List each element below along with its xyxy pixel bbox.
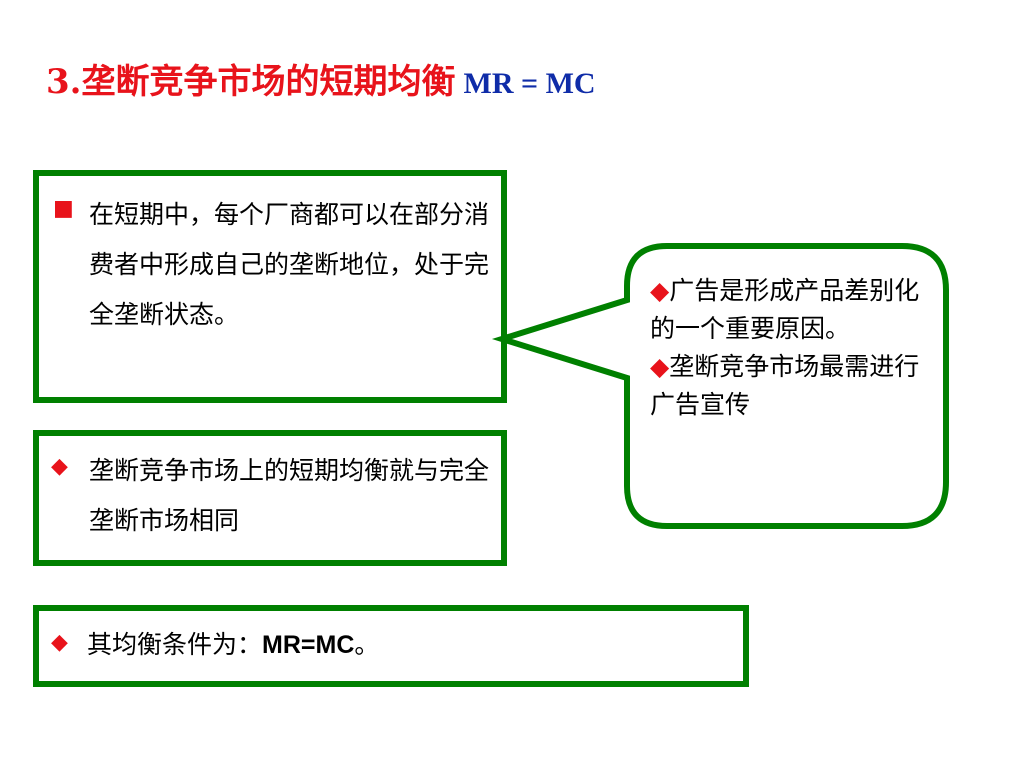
diamond-bullet-icon: ◆	[650, 276, 670, 305]
equilibrium-condition-end: 。	[354, 630, 380, 659]
diamond-bullet-icon: ◆	[51, 630, 68, 655]
short-run-monopoly-box: ■ 在短期中，每个厂商都可以在部分消费者中形成自己的垄断地位，处于完全垄断状态。	[33, 170, 507, 403]
slide-title-main: 3.垄断竞争市场的短期均衡	[46, 62, 456, 102]
equilibrium-condition-label: 其均衡条件为：	[87, 630, 263, 659]
advertising-callout-text: ◆广告是形成产品差别化的一个重要原因。 ◆垄断竞争市场最需进行广告宣传	[650, 272, 935, 424]
callout-item-1: ◆广告是形成产品差别化的一个重要原因。	[650, 272, 935, 348]
equilibrium-condition-box: ◆ 其均衡条件为：MR=MC。	[33, 605, 749, 687]
equilibrium-same-box: ◆ 垄断竞争市场上的短期均衡就与完全垄断市场相同	[33, 430, 507, 566]
equilibrium-condition-formula: MR=MC	[262, 631, 355, 659]
diamond-bullet-icon: ◆	[650, 352, 670, 381]
equilibrium-same-text: 垄断竞争市场上的短期均衡就与完全垄断市场相同	[89, 456, 490, 535]
callout-item-2-text: 垄断竞争市场最需进行广告宣传	[650, 352, 920, 419]
square-bullet-icon: ■	[53, 196, 74, 221]
diamond-bullet-icon: ◆	[51, 454, 68, 479]
equilibrium-condition-text: 其均衡条件为：MR=MC。	[87, 623, 727, 667]
slide-title-formula: MR = MC	[463, 67, 596, 100]
short-run-monopoly-text: 在短期中，每个厂商都可以在部分消费者中形成自己的垄断地位，处于完全垄断状态。	[89, 200, 490, 329]
callout-item-2: ◆垄断竞争市场最需进行广告宣传	[650, 348, 935, 424]
callout-item-1-text: 广告是形成产品差别化的一个重要原因。	[650, 276, 920, 343]
